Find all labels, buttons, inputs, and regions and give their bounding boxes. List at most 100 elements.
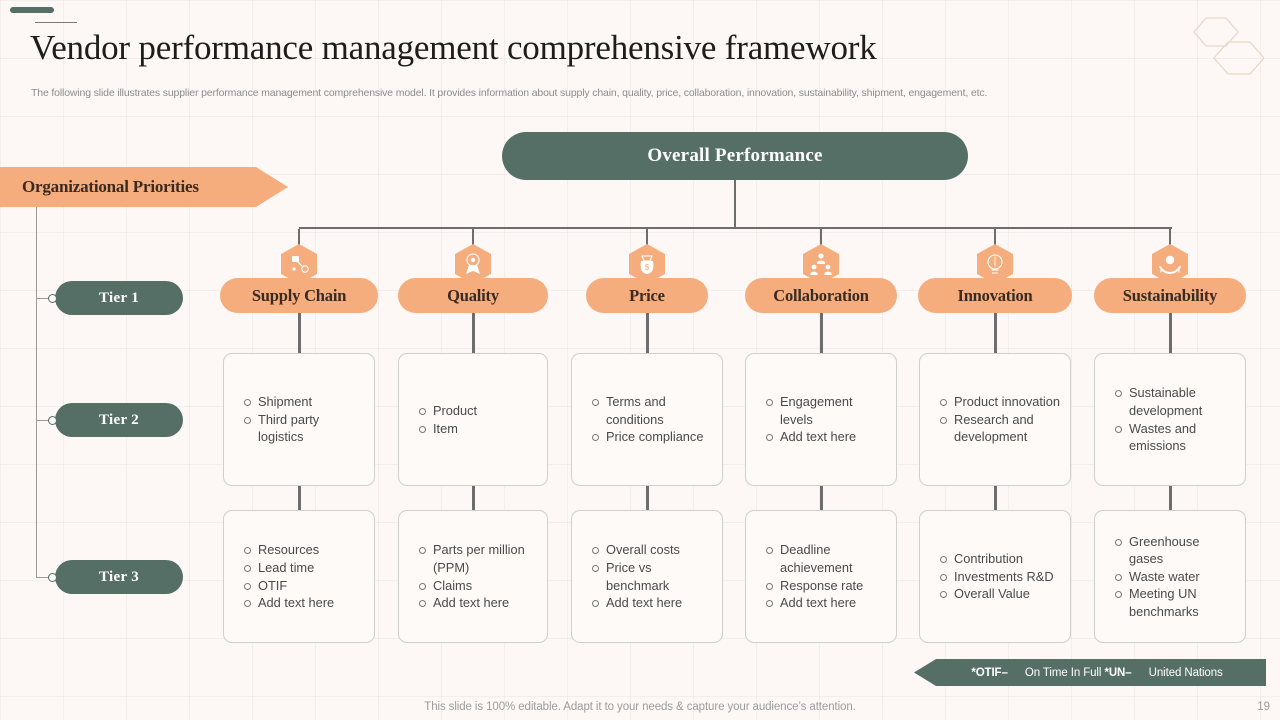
un-expansion: United Nations — [1145, 666, 1223, 679]
un-abbr: *UN– — [1104, 666, 1132, 679]
hands-plant-icon — [1150, 243, 1190, 285]
overall-performance-node[interactable]: Overall Performance — [502, 132, 968, 180]
list-item: Investments R&D — [940, 568, 1060, 586]
tier-label-3[interactable]: Tier 3 — [55, 560, 183, 594]
list-item: Lead time — [244, 559, 364, 577]
list-item: Wastes and emissions — [1115, 420, 1235, 455]
tier2-to-tier3-connector — [993, 482, 997, 510]
list-item: Resources — [244, 541, 364, 559]
tier-connector-dot — [48, 294, 57, 303]
tier-rail-spine — [36, 298, 37, 577]
bus-drop-connector — [820, 229, 822, 247]
quality-badge-icon — [453, 243, 493, 285]
list-item: Overall Value — [940, 585, 1060, 603]
list-item: Item — [419, 420, 537, 438]
list-item: Add text here — [766, 428, 886, 446]
list-item: Parts per million (PPM) — [419, 541, 537, 576]
list-item: Contribution — [940, 550, 1060, 568]
tier2-to-tier3-connector — [297, 482, 301, 510]
category-label: Supply Chain — [251, 285, 347, 305]
tier1-to-tier2-connector — [471, 308, 475, 358]
list-item: Overall costs — [592, 541, 712, 559]
editable-footer-note: This slide is 100% editable. Adapt it to… — [424, 701, 856, 713]
list-item: Price compliance — [592, 428, 712, 446]
list-item: OTIF — [244, 577, 364, 595]
root-stem-connector — [734, 180, 736, 228]
horizontal-bus-connector — [299, 227, 1172, 229]
list-item: Sustainable development — [1115, 384, 1235, 419]
tier1-to-tier2-connector — [297, 308, 301, 358]
tier-rail-spur — [36, 298, 50, 299]
tier1-to-tier2-connector — [645, 308, 649, 358]
bus-drop-connector — [298, 229, 300, 247]
list-item: Claims — [419, 577, 537, 595]
tier2-to-tier3-connector — [645, 482, 649, 510]
category-label: Quality — [447, 285, 499, 305]
page-number: 19 — [1257, 701, 1270, 713]
category-label: Price — [629, 285, 665, 305]
abbreviation-footnote: *OTIF– On Time In Full *UN– United Natio… — [914, 659, 1266, 686]
tier-label-1[interactable]: Tier 1 — [55, 281, 183, 315]
list-item: Response rate — [766, 577, 886, 595]
organizational-priorities-label: Organizational Priorities — [22, 177, 199, 196]
list-item: Add text here — [244, 594, 364, 612]
tier-connector-dot — [48, 416, 57, 425]
bus-drop-connector — [472, 229, 474, 247]
bus-drop-connector — [994, 229, 996, 247]
tier2-to-tier3-connector — [819, 482, 823, 510]
list-item: Greenhouse gases — [1115, 533, 1235, 568]
list-item: Price vs benchmark — [592, 559, 712, 594]
organizational-priorities-banner: Organizational Priorities — [0, 167, 288, 207]
otif-abbr: *OTIF– — [971, 666, 1008, 679]
list-item: Meeting UN benchmarks — [1115, 585, 1235, 620]
category-label: Collaboration — [773, 285, 869, 305]
tier-connector-dot — [48, 573, 57, 582]
money-bag-icon: $ — [627, 243, 667, 285]
tier-label-text: Tier 3 — [99, 568, 139, 585]
list-item: Engagement levels — [766, 393, 886, 428]
hexagon-decoration-icon — [1180, 8, 1265, 92]
list-item: Terms and conditions — [592, 393, 712, 428]
tier1-to-tier2-connector — [819, 308, 823, 358]
overall-performance-label: Overall Performance — [647, 145, 823, 166]
svg-text:$: $ — [645, 263, 650, 272]
list-item: Research and development — [940, 411, 1060, 446]
decorative-line — [35, 22, 77, 23]
bus-drop-connector — [646, 229, 648, 247]
lightbulb-idea-icon — [975, 243, 1015, 285]
org-banner-rail-connector — [36, 207, 37, 299]
list-item: Add text here — [419, 594, 537, 612]
page-title: Vendor performance management comprehens… — [30, 28, 877, 67]
tier-label-2[interactable]: Tier 2 — [55, 403, 183, 437]
list-item: Third party logistics — [244, 411, 364, 446]
list-item: Shipment — [244, 393, 364, 411]
tier-rail-spur — [36, 420, 50, 421]
category-label: Innovation — [957, 285, 1033, 305]
tier1-to-tier2-connector — [993, 308, 997, 358]
bus-drop-connector — [1169, 229, 1171, 247]
list-item: Deadline achievement — [766, 541, 886, 576]
